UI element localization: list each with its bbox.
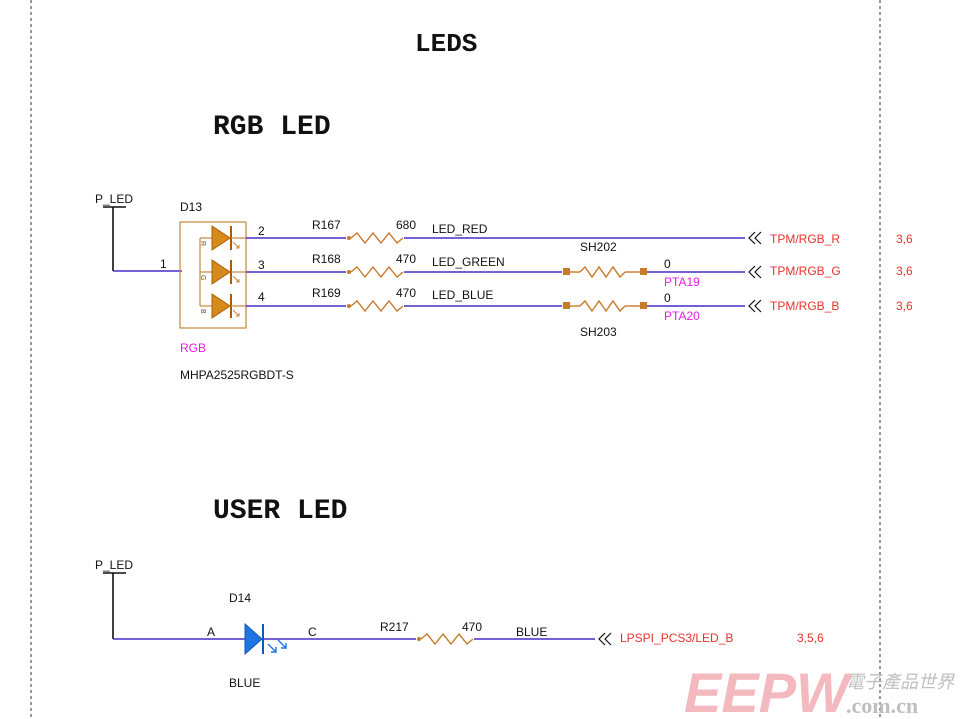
diode-r-icon <box>211 225 231 251</box>
pin-4: 4 <box>258 290 265 304</box>
pin-name-pta19: PTA19 <box>664 275 700 289</box>
user-power-label: P_LED <box>95 558 133 572</box>
port-arrow-icon <box>748 265 762 279</box>
rgb-part-number: MHPA2525RGBDT-S <box>180 368 294 382</box>
port-arrow-icon <box>748 299 762 313</box>
rgb-ref: D13 <box>180 200 202 214</box>
d14-ref: D14 <box>229 591 251 605</box>
user-led-circuit: P_LED D14 A C BLUE R217 470 BLUE LPSPI_P… <box>95 558 824 690</box>
rgb-value: RGB <box>180 341 206 355</box>
sh202-ref: SH202 <box>580 240 617 254</box>
port-tpm-rgb-r: TPM/RGB_R <box>770 232 840 246</box>
r169-value: 470 <box>396 286 416 300</box>
pin-2: 2 <box>258 224 265 238</box>
channel-red: 2 R167 680 LED_RED TPM/RGB_R 3,6 <box>246 218 913 246</box>
port-lpspi-pcs3-led-b: LPSPI_PCS3/LED_B <box>620 631 733 645</box>
rgb-diode-g: G <box>199 259 246 285</box>
rgb-diode-b: B <box>199 293 246 319</box>
d14-anode: A <box>207 625 215 639</box>
d14-value: BLUE <box>229 676 260 690</box>
shunt-sh203-icon <box>579 299 626 313</box>
rgb-diode-r: R <box>199 225 246 251</box>
blue-led-icon <box>244 622 263 656</box>
r217-ref: R217 <box>380 620 409 634</box>
watermark-brand: EEPW <box>684 661 853 719</box>
rgb-led-package <box>179 221 247 329</box>
resistor-r169-icon <box>350 299 404 313</box>
led-letter-g: G <box>199 275 206 280</box>
net-led-green: LED_GREEN <box>432 255 505 269</box>
r168-ref: R168 <box>312 252 341 266</box>
sh203-ref: SH203 <box>580 325 617 339</box>
emission-arrow-icon <box>232 275 240 283</box>
sh202-value: 0 <box>664 257 671 271</box>
shunt-sh202-icon <box>579 265 626 279</box>
light-emission-icon <box>267 639 287 653</box>
sheets-rgb-b: 3,6 <box>896 299 913 313</box>
led-letter-r: R <box>199 241 206 246</box>
pin-3: 3 <box>258 258 265 272</box>
sheets-rgb-g: 3,6 <box>896 264 913 278</box>
r167-value: 680 <box>396 218 416 232</box>
net-led-red: LED_RED <box>432 222 488 236</box>
channel-green: 3 R168 470 LED_GREEN SH202 0 PTA19 TPM/R… <box>246 240 913 289</box>
diode-b-icon <box>211 293 231 319</box>
resistor-r217-icon <box>420 632 474 646</box>
watermark-chinese: 電子產品世界 <box>846 672 955 692</box>
rgb-power-label: P_LED <box>95 192 133 206</box>
watermark-site: .com.cn <box>846 693 918 718</box>
net-led-blue: LED_BLUE <box>432 288 493 302</box>
channel-blue: 4 R169 470 LED_BLUE SH203 0 PTA20 TPM/RG… <box>246 286 913 339</box>
port-arrow-icon <box>748 231 762 245</box>
r167-ref: R167 <box>312 218 341 232</box>
sh203-value: 0 <box>664 291 671 305</box>
net-blue: BLUE <box>516 625 547 639</box>
r168-value: 470 <box>396 252 416 266</box>
pin-name-pta20: PTA20 <box>664 309 700 323</box>
title-user-led: USER LED <box>213 496 347 527</box>
eepw-watermark: EEPW 電子產品世界 .com.cn <box>684 661 955 719</box>
r217-value: 470 <box>462 620 482 634</box>
d14-cathode: C <box>308 625 317 639</box>
port-tpm-rgb-b: TPM/RGB_B <box>770 299 839 313</box>
title-rgb-led: RGB LED <box>213 112 331 143</box>
led-letter-b: B <box>199 309 206 314</box>
sheets-rgb-r: 3,6 <box>896 232 913 246</box>
emission-arrow-icon <box>232 309 240 317</box>
sheets-user-led: 3,5,6 <box>797 631 824 645</box>
resistor-r168-icon <box>350 265 404 279</box>
r169-ref: R169 <box>312 286 341 300</box>
rgb-pin-common: 1 <box>160 257 167 271</box>
resistor-r167-icon <box>350 231 404 245</box>
port-tpm-rgb-g: TPM/RGB_G <box>770 264 841 278</box>
rgb-led-circuit: P_LED 1 D13 R G <box>95 192 913 382</box>
port-arrow-icon <box>598 632 612 646</box>
emission-arrow-icon <box>232 241 240 249</box>
diode-g-icon <box>211 259 231 285</box>
title-leds: LEDS <box>415 29 477 59</box>
